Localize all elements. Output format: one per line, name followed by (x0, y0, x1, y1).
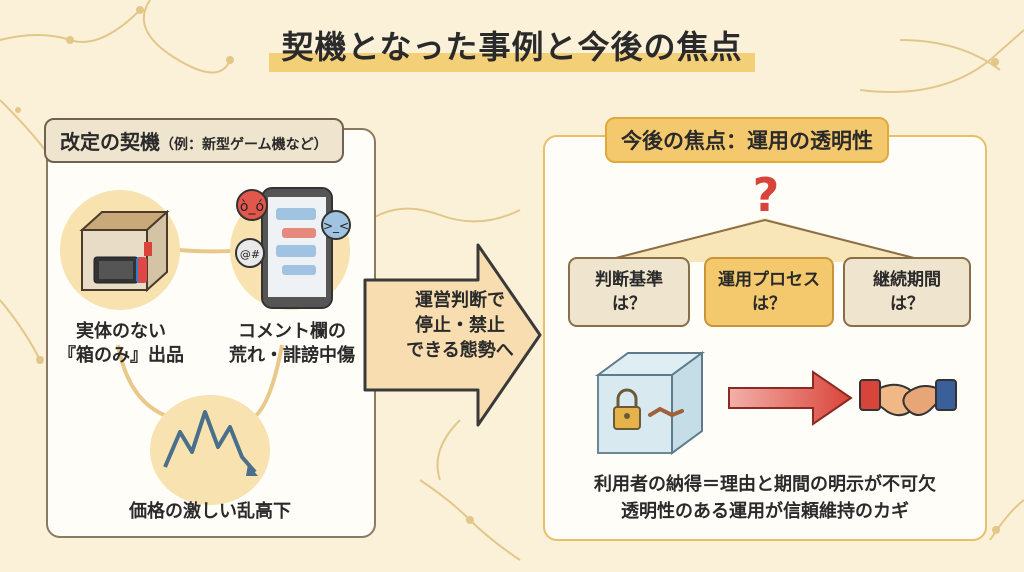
red-right-arrow (728, 370, 853, 426)
statement-line-1: 利用者の納得＝理由と期間の明示が不可欠 (594, 474, 936, 495)
trigger-label-text: 改定の契機 (60, 130, 160, 154)
svg-text:>_<: >_< (323, 219, 349, 233)
focus-panel (543, 135, 987, 541)
chart-icon-background (150, 395, 270, 505)
caption-price-volatility: 価格の激しい乱高下 (100, 500, 320, 524)
title-wrapper: 契機となった事例と今後の焦点 (0, 22, 1024, 72)
question-duration: 継続期間 は？ (843, 257, 971, 327)
question-process: 運用プロセス は？ (704, 257, 834, 327)
caption-line: コメント欄の (238, 321, 346, 342)
handshake-icon (859, 379, 957, 417)
question-line: は？ (612, 294, 646, 314)
caption-line: 実体のない (76, 321, 166, 342)
question-line: 運用プロセス (718, 270, 820, 290)
caption-line: 『箱のみ』出品 (58, 345, 184, 366)
transparent-cube-lock-icon (594, 351, 706, 455)
trigger-panel-label: 改定の契機（例：新型ゲーム機など） (44, 118, 344, 163)
question-line: は？ (890, 294, 924, 314)
focus-panel-label: 今後の焦点：運用の透明性 (605, 117, 889, 163)
smartphone-angry-comments-icon: ò_ó >_< @# (235, 187, 351, 309)
volatile-price-chart-icon (163, 410, 258, 476)
statement-line-2: 透明性のある運用が信頼維持のカギ (621, 501, 909, 522)
question-line: は？ (752, 294, 786, 314)
arrow-text-line: 停止・禁止 (415, 315, 505, 336)
arrow-text-line: できる態勢へ (406, 340, 514, 361)
page-title: 契機となった事例と今後の焦点 (269, 22, 755, 72)
caption-line: 荒れ・誹謗中傷 (229, 345, 355, 366)
svg-text:ò_ó: ò_ó (240, 199, 264, 215)
trigger-label-note: （例：新型ゲーム機など） (160, 137, 328, 153)
question-mark-icon: ? (752, 168, 780, 222)
question-line: 継続期間 (873, 270, 941, 290)
caption-box-only-listing: 実体のない 『箱のみ』出品 (52, 320, 190, 368)
question-criteria: 判断基準 は？ (568, 257, 690, 327)
caption-comment-abuse: コメント欄の 荒れ・誹謗中傷 (222, 320, 362, 368)
arrow-text: 運営判断で 停止・禁止 できる態勢へ (385, 288, 535, 363)
svg-text:@#: @# (240, 248, 260, 261)
question-line: 判断基準 (595, 270, 663, 290)
caption-line: 価格の激しい乱高下 (129, 501, 291, 522)
cardboard-box-game-console-icon (79, 209, 170, 293)
big-right-arrow (363, 243, 542, 427)
arrow-text-line: 運営判断で (415, 290, 505, 311)
